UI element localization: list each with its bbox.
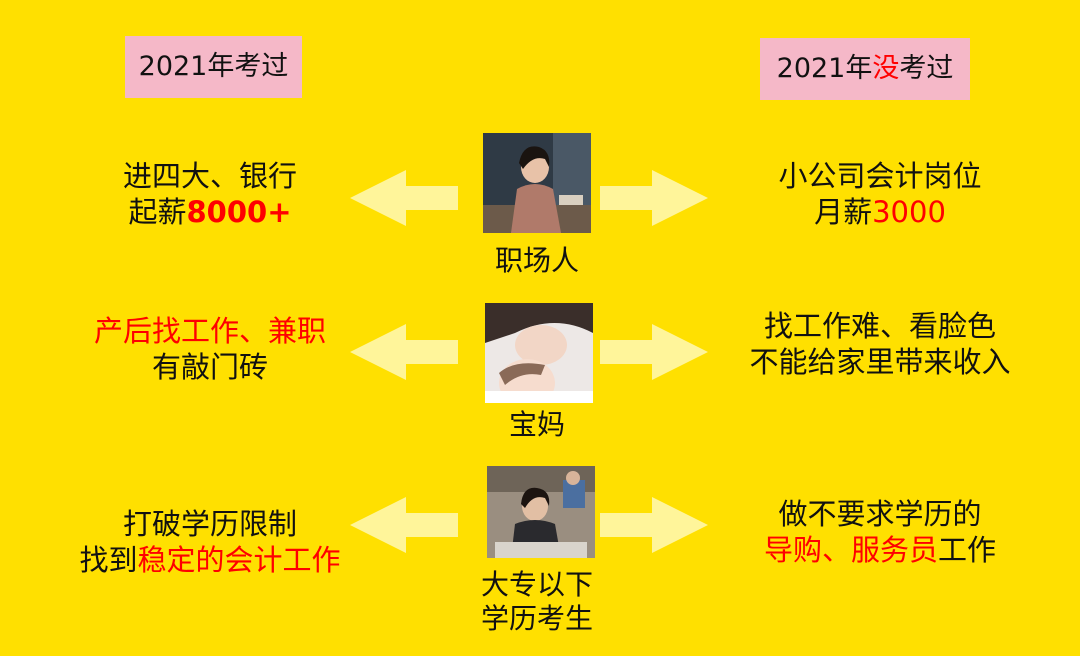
row2-right-line2: 不能给家里带来收入 [749,345,1011,379]
row2-left-line2: 有敲门砖 [151,350,268,384]
row3-center-label-line2: 学历考生 [480,602,593,635]
row3-right-line1: 做不要求学历的 [778,497,982,531]
row2-right-line1: 找工作难、看脸色 [763,309,996,343]
header-passed: 2021年考过 [125,36,302,98]
row3-left-line2-highlight: 稳定的会计工作 [137,543,341,577]
row1-center-label: 职场人 [494,244,579,277]
row3-right-line2: 导购、服务员工作 [710,532,1050,568]
row3-left-line2-prefix: 找到 [79,543,138,577]
row2-right-text: 找工作难、看脸色 不能给家里带来收入 [710,308,1050,380]
header-not-passed-suffix: 考过 [899,53,954,84]
row3-left-arrow-icon [350,497,458,553]
office-woman-photo-icon [483,133,591,233]
row1-left-text: 进四大、银行 起薪8000+ [50,158,370,230]
row3-right-line2-suffix: 工作 [938,533,997,567]
row2-center-label: 宝妈 [508,408,565,441]
row1-right-line2: 月薪3000 [710,194,1050,230]
row1-right-line2-highlight: 3000 [872,195,946,229]
row3-center-label: 大专以下 学历考生 [437,568,637,636]
row2-left-text: 产后找工作、兼职 有敲门砖 [50,313,370,385]
students-exam-photo-icon [487,466,595,558]
row1-right-line1: 小公司会计岗位 [778,159,982,193]
row2-left-arrow-icon [350,324,458,380]
row3-right-text: 做不要求学历的 导购、服务员工作 [710,496,1050,568]
row1-left-line2-prefix: 起薪 [128,195,187,229]
row2-left-line1: 产后找工作、兼职 [93,314,326,348]
row3-right-arrow-icon [600,497,708,553]
row3-right-line2-highlight: 导购、服务员 [763,533,938,567]
row1-left-line2: 起薪8000+ [50,194,370,230]
row3-center-label-line1: 大专以下 [480,568,593,601]
row3-left-text: 打破学历限制 找到稳定的会计工作 [50,506,370,578]
header-not-passed-highlight: 没 [872,53,900,84]
row1-right-arrow-icon [600,170,708,226]
row1-left-line1: 进四大、银行 [122,159,297,193]
row2-right-arrow-icon [600,324,708,380]
row1-left-arrow-icon [350,170,458,226]
header-not-passed-prefix: 2021年 [776,53,873,84]
row3-left-line1: 打破学历限制 [122,507,297,541]
row3-photo-students-exam [487,466,595,558]
header-not-passed: 2021年没考过 [760,38,970,100]
row1-left-line2-highlight: 8000+ [186,195,292,229]
row3-left-line2: 找到稳定的会计工作 [50,542,370,578]
mother-baby-photo-icon [485,303,593,403]
row1-right-text: 小公司会计岗位 月薪3000 [710,158,1050,230]
header-passed-label: 2021年考过 [138,51,289,82]
row1-photo-office-woman [483,133,591,233]
row2-photo-mother-baby [485,303,593,403]
row1-right-line2-prefix: 月薪 [814,195,873,229]
